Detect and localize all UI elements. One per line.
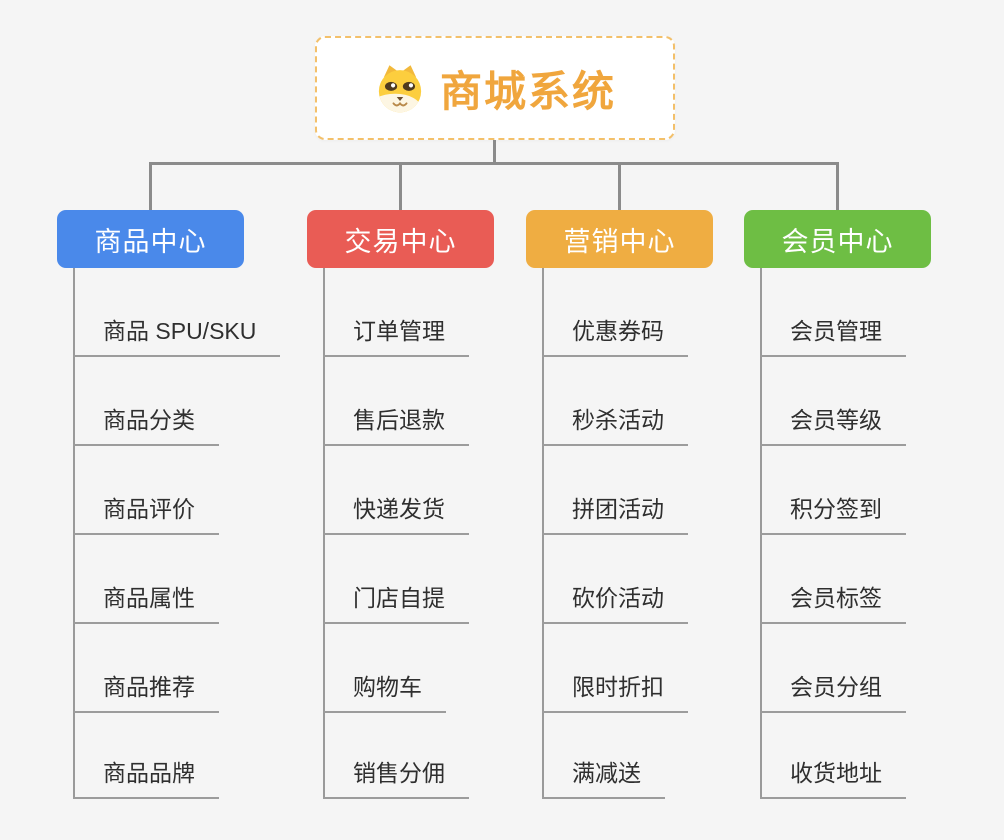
root-node-mall-system[interactable]: 商城系统 <box>315 36 675 140</box>
leaf-node[interactable]: 快递发货 <box>323 493 469 535</box>
leaf-node[interactable]: 商品属性 <box>73 582 219 624</box>
branch-label: 商品中心 <box>94 226 207 257</box>
branch-label: 交易中心 <box>344 226 457 257</box>
leaf-node[interactable]: 积分签到 <box>760 493 906 535</box>
leaf-node[interactable]: 会员分组 <box>760 671 906 713</box>
leaf-node[interactable]: 销售分佣 <box>323 757 469 799</box>
connector-drop-3 <box>618 162 621 211</box>
leaf-node[interactable]: 拼团活动 <box>542 493 688 535</box>
leaf-node[interactable]: 商品品牌 <box>73 757 219 799</box>
leaf-node[interactable]: 商品评价 <box>73 493 219 535</box>
leaf-node[interactable]: 会员管理 <box>760 315 906 357</box>
connector-root-stub <box>493 140 496 163</box>
leaf-node[interactable]: 优惠券码 <box>542 315 688 357</box>
branch-label: 会员中心 <box>781 226 894 257</box>
connector-drop-2 <box>399 162 402 211</box>
branch-node-product-center[interactable]: 商品中心 <box>57 210 244 268</box>
connector-horizontal <box>149 162 839 165</box>
leaf-node[interactable]: 售后退款 <box>323 404 469 446</box>
branch-node-marketing-center[interactable]: 营销中心 <box>526 210 713 268</box>
leaf-node[interactable]: 商品分类 <box>73 404 219 446</box>
connector-drop-1 <box>149 162 152 211</box>
leaf-node[interactable]: 购物车 <box>323 671 446 713</box>
leaf-node[interactable]: 限时折扣 <box>542 671 688 713</box>
branch-node-member-center[interactable]: 会员中心 <box>744 210 931 268</box>
leaf-node[interactable]: 砍价活动 <box>542 582 688 624</box>
leaf-node[interactable]: 商品推荐 <box>73 671 219 713</box>
leaf-node[interactable]: 秒杀活动 <box>542 404 688 446</box>
connector-drop-4 <box>836 162 839 211</box>
branch-node-trade-center[interactable]: 交易中心 <box>307 210 494 268</box>
leaf-node[interactable]: 会员等级 <box>760 404 906 446</box>
leaf-node[interactable]: 订单管理 <box>323 315 469 357</box>
root-title: 商城系统 <box>439 67 616 115</box>
dog-face-icon <box>378 65 422 113</box>
leaf-node[interactable]: 收货地址 <box>760 757 906 799</box>
leaf-node[interactable]: 商品 SPU/SKU <box>73 315 281 357</box>
leaf-node[interactable]: 门店自提 <box>323 582 469 624</box>
leaf-node[interactable]: 会员标签 <box>760 582 906 624</box>
leaf-node[interactable]: 满减送 <box>542 757 665 799</box>
branch-label: 营销中心 <box>563 226 676 257</box>
